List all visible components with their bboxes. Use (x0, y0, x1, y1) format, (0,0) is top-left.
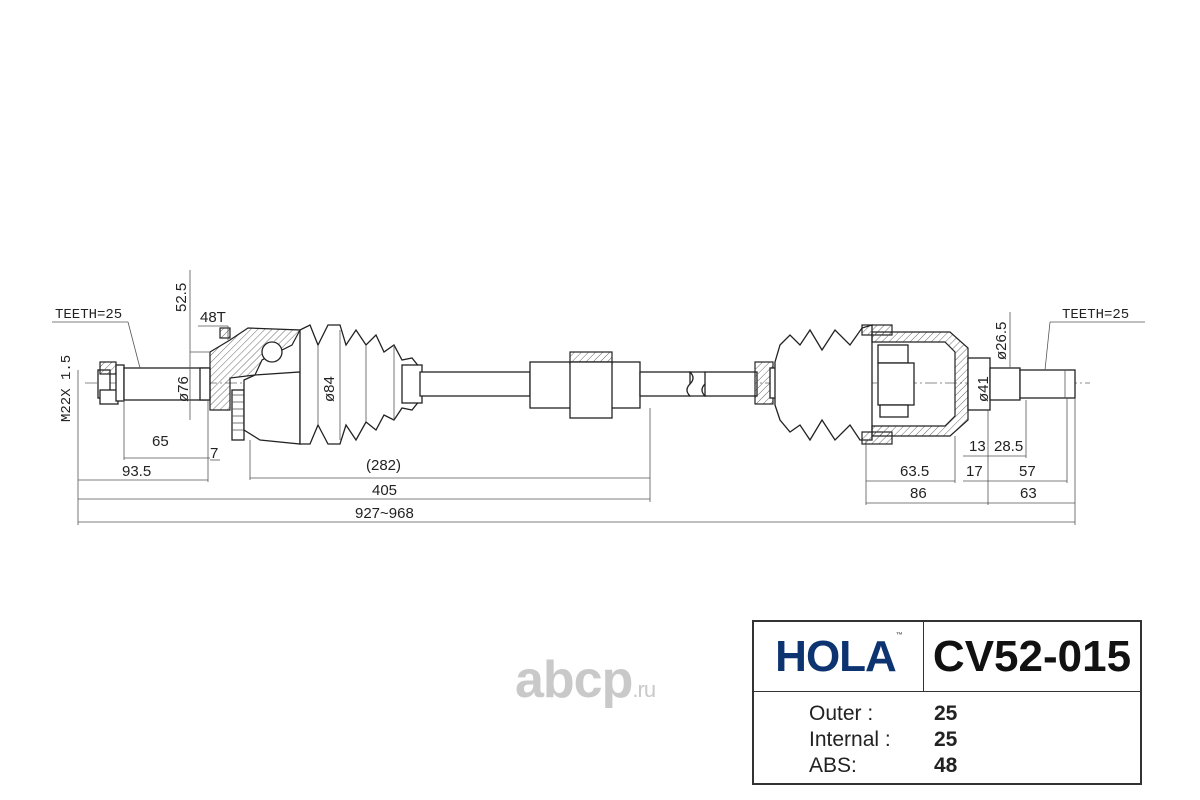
spec-value-outer: 25 (934, 702, 958, 725)
dia-41-label: ø41 (975, 376, 992, 402)
teeth-outer-label: TEETH=25 (55, 307, 122, 323)
flange-height-label: 52.5 (173, 283, 190, 312)
teeth-inner-label: TEETH=25 (1062, 307, 1129, 323)
title-block: HOLA™ CV52-015 Outer : 25 Internal : 25 … (752, 620, 1142, 785)
inner-tripod-joint (754, 324, 1076, 445)
dim-57: 57 (1019, 463, 1036, 480)
dim-28-5: 28.5 (994, 438, 1023, 455)
outer-spline-stub (123, 367, 209, 401)
dia-76-label: ø76 (175, 376, 192, 402)
spec-value-abs: 48 (934, 754, 958, 777)
abs-teeth-label: 48T (200, 309, 226, 326)
brand-logo: HOLA™ (775, 631, 903, 681)
dim-7: 7 (210, 445, 218, 462)
inner-spline-stub (1019, 369, 1076, 399)
dim-63: 63 (1020, 485, 1037, 502)
dim-86: 86 (910, 485, 927, 502)
thread-label: M22X 1.5 (59, 355, 75, 422)
brand-logo-cell: HOLA™ (754, 622, 924, 692)
dim-93-5: 93.5 (122, 463, 151, 480)
leader-lines (52, 270, 1145, 525)
dim-282: (282) (366, 457, 401, 474)
dim-17: 17 (966, 463, 983, 480)
spec-label-internal: Internal : (809, 728, 891, 751)
watermark: abcp.ru (515, 651, 656, 709)
main-shaft (419, 351, 758, 419)
inner-boot (774, 324, 873, 442)
inner-housing-section (871, 331, 969, 437)
spec-label-outer: Outer : (809, 702, 874, 725)
spec-label-abs: ABS: (809, 754, 857, 777)
abs-ring (231, 389, 245, 441)
dia-84-label: ø84 (321, 376, 338, 402)
tripod (877, 362, 915, 406)
dim-65: 65 (152, 433, 169, 450)
dim-405: 405 (372, 482, 397, 499)
dim-total-length: 927~968 (355, 505, 414, 522)
ball (261, 341, 283, 363)
outer-cv-joint (97, 324, 423, 445)
dia-26-5-label: ø26.5 (993, 322, 1010, 360)
dim-63-5: 63.5 (900, 463, 929, 480)
spec-value-internal: 25 (934, 728, 958, 751)
dim-13: 13 (969, 438, 986, 455)
part-number: CV52-015 (924, 622, 1140, 692)
